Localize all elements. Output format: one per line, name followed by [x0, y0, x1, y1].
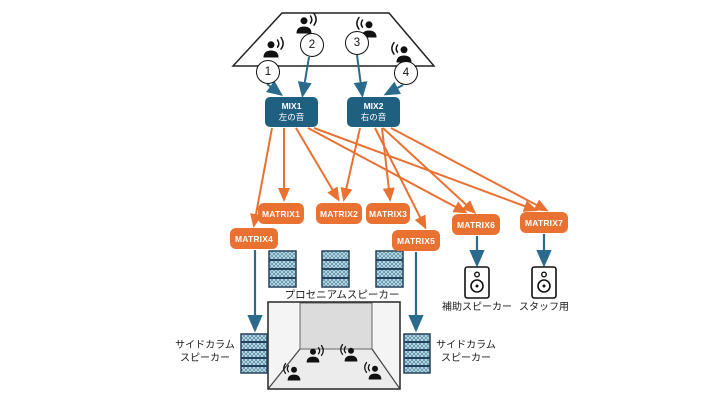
- input-4-label: 4: [402, 67, 410, 79]
- staff-speaker-icon: [531, 266, 557, 299]
- side-left-line1: サイドカラム: [175, 340, 235, 351]
- input-circle-1: 1: [256, 60, 280, 84]
- matrix4-label: MATRIX4: [234, 233, 274, 244]
- input-circle-4: 4: [394, 61, 418, 85]
- matrix5-label: MATRIX5: [396, 235, 436, 246]
- mix1-box: MIX1 左の音: [265, 97, 318, 127]
- stage-trapezoid: [231, 12, 436, 67]
- matrix6-label: MATRIX6: [456, 219, 496, 230]
- mix1-name: MIX1: [281, 101, 302, 111]
- matrix2-box: MATRIX2: [316, 203, 362, 224]
- input-circle-2: 2: [300, 33, 324, 57]
- matrix4-box: MATRIX4: [230, 228, 278, 249]
- matrix7-label: MATRIX7: [524, 217, 564, 228]
- proscenium-speaker-stacks: [268, 250, 404, 288]
- side-right-line2: スピーカー: [441, 352, 491, 364]
- proscenium-speaker-label: プロセニアムスピーカー: [284, 289, 400, 301]
- matrix1-box: MATRIX1: [258, 203, 304, 224]
- matrix6-box: MATRIX6: [452, 214, 500, 235]
- mix2-name: MIX2: [363, 101, 384, 111]
- matrix7-box: MATRIX7: [520, 212, 568, 233]
- side-right-line1: サイドカラム: [436, 340, 496, 351]
- matrix3-label: MATRIX3: [368, 208, 408, 219]
- input-to-mix-arrows: [266, 54, 404, 98]
- side-column-right-label: サイドカラム スピーカー: [433, 340, 499, 365]
- side-column-left-label: サイドカラム スピーカー: [172, 340, 238, 365]
- matrix3-box: MATRIX3: [366, 203, 410, 224]
- matrix2-label: MATRIX2: [319, 208, 359, 219]
- side-column-speaker-stacks: [240, 333, 431, 374]
- mix-to-matrix-arrows: [250, 127, 549, 230]
- mix2-sub: 右の音: [360, 112, 387, 122]
- aux-speaker-icon: [464, 266, 490, 299]
- mix1-sub: 左の音: [278, 112, 305, 122]
- matrix5-box: MATRIX5: [392, 230, 440, 251]
- aux-speaker-label: 補助スピーカー: [442, 302, 512, 313]
- input-3-label: 3: [353, 37, 361, 49]
- staff-speaker-label: スタッフ用: [519, 302, 569, 313]
- side-left-line2: スピーカー: [180, 352, 230, 364]
- matrix1-label: MATRIX1: [261, 208, 301, 219]
- input-2-label: 2: [308, 39, 316, 51]
- matrix-output-arrows: [247, 234, 552, 333]
- input-circle-3: 3: [345, 31, 369, 55]
- input-1-label: 1: [264, 66, 272, 78]
- mix2-box: MIX2 右の音: [347, 97, 400, 127]
